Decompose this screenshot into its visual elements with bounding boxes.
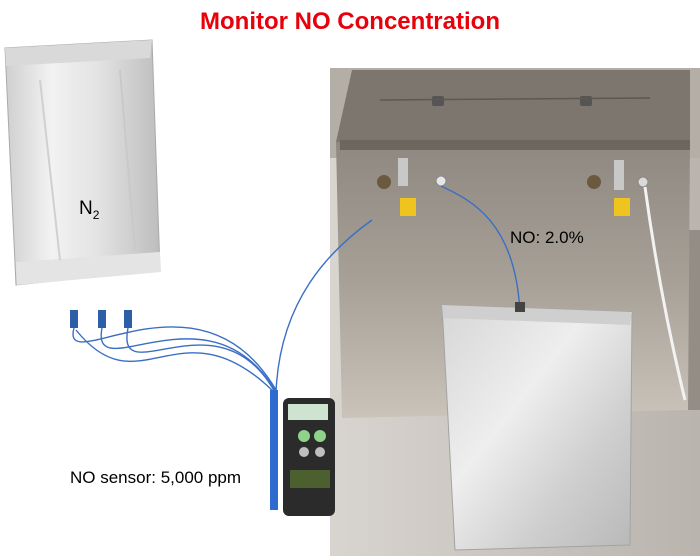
- chamber-fitting-left: [377, 158, 416, 216]
- n2-bag-connectors: [70, 310, 132, 328]
- chamber-fitting-center: [435, 175, 447, 187]
- no-sensor-analyser: [270, 390, 335, 516]
- n2-subscript: 2: [92, 207, 100, 222]
- white-tube: [643, 186, 687, 401]
- n2-main: N: [79, 198, 93, 219]
- sensor-label: NO sensor: 5,000 ppm: [70, 468, 242, 487]
- no-concentration-label: NO: 2.0%: [510, 228, 584, 247]
- gas-tubing: [72, 185, 521, 395]
- diagram-title: Monitor NO Concentration: [200, 8, 500, 35]
- n2-gas-bag: [4, 39, 161, 286]
- chamber-fitting-right: [587, 160, 649, 216]
- n2-label: N2: [79, 198, 99, 222]
- no-gas-bag: [441, 302, 633, 551]
